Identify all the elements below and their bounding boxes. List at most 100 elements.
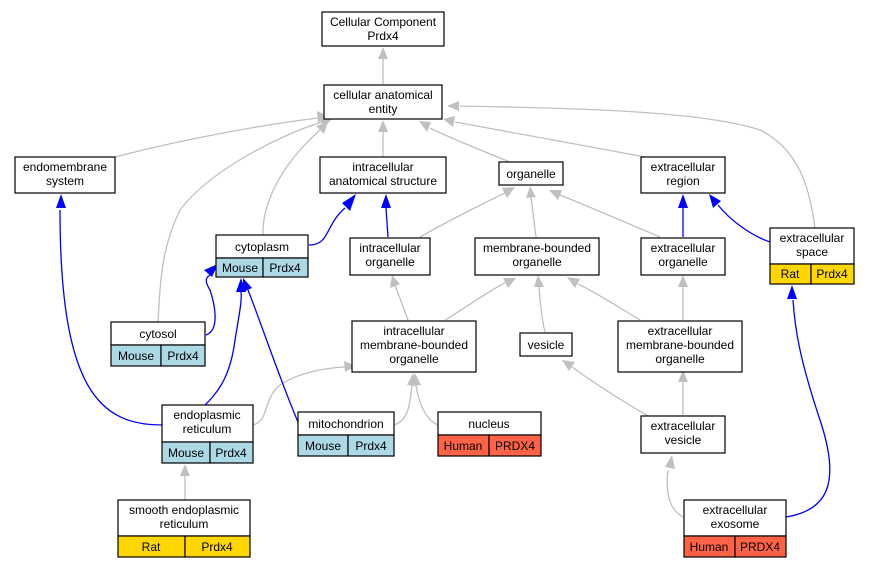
node-extracellular-exosome[interactable]: extracellular exosome Human PRDX4: [683, 499, 787, 558]
edge-exosome-ecspace: [785, 299, 831, 518]
node-label: Cellular Component: [330, 15, 437, 29]
edge-ecvesicle-vesicle: [571, 366, 651, 418]
node-label: cellular anatomical: [333, 88, 432, 102]
gene-cell: [184, 535, 251, 558]
edge-arrowhead: [549, 190, 562, 200]
edge-ecspace-ecregion: [717, 204, 771, 243]
node-label: organelle: [365, 255, 415, 269]
edge-arrowhead: [787, 285, 797, 299]
edge-vesicle-mborg: [538, 286, 546, 333]
node-extracellular-vesicle[interactable]: extracellular vesicle: [640, 415, 726, 454]
node-label: nucleus: [468, 417, 509, 431]
node-organelle[interactable]: organelle: [498, 161, 564, 186]
node-intracellular-anatomical-structure[interactable]: intracellular anatomical structure: [319, 156, 447, 194]
edge-mito-cytoplasm: [247, 289, 299, 423]
node-smooth-endoplasmic-reticulum[interactable]: smooth endoplasmic reticulum Rat Prdx4: [117, 499, 251, 558]
node-vesicle[interactable]: vesicle: [519, 332, 573, 357]
edge-arrowhead: [678, 275, 688, 287]
node-label: smooth endoplasmic: [129, 503, 239, 517]
gene-cell: [810, 263, 855, 285]
node-nucleus[interactable]: nucleus Human PRDX4: [437, 411, 542, 457]
node-mitochondrion[interactable]: mitochondrion Mouse Prdx4: [297, 411, 395, 457]
node-label: exosome: [711, 517, 760, 531]
node-membrane-bounded-organelle[interactable]: membrane-bounded organelle: [474, 237, 600, 276]
edge-er-cytoplasm: [204, 291, 242, 406]
gene-label: PRDX4: [740, 540, 780, 554]
node-endoplasmic-reticulum[interactable]: endoplasmic reticulum Mouse Prdx4: [161, 404, 254, 464]
gene-cell: [262, 257, 309, 278]
node-extracellular-region[interactable]: extracellular region: [640, 156, 726, 194]
node-intracellular-membrane-bounded-organelle[interactable]: intracellular membrane-bounded organelle: [351, 320, 477, 373]
gene-cell: [347, 434, 395, 457]
edge-arrowhead: [502, 187, 515, 198]
node-label: vesicle: [665, 433, 702, 447]
node-label: organelle: [389, 352, 439, 366]
species-label: Mouse: [222, 261, 258, 275]
edge-arrowhead: [344, 361, 356, 372]
node-label: anatomical structure: [329, 174, 437, 188]
node-cytoplasm[interactable]: cytoplasm Mouse Prdx4: [215, 234, 309, 278]
edge-ecspace-cae: [459, 105, 816, 229]
edge-arrowhead: [56, 194, 66, 208]
gene-label: Prdx4: [167, 349, 199, 363]
node-label: endomembrane: [23, 160, 107, 174]
edge-endomembrane-cae: [114, 117, 319, 158]
edge-arrowhead: [390, 275, 400, 288]
node-extracellular-membrane-bounded-organelle[interactable]: extracellular membrane-bounded organelle: [617, 320, 743, 373]
node-label: extracellular: [648, 324, 713, 338]
node-label: entity: [369, 102, 398, 116]
gene-cell: [488, 434, 542, 457]
node-extracellular-organelle[interactable]: extracellular organelle: [640, 237, 726, 276]
node-cellular-anatomical-entity[interactable]: cellular anatomical entity: [323, 84, 443, 120]
node-label: membrane-bounded: [483, 241, 591, 255]
species-label: Mouse: [168, 446, 204, 460]
node-label: system: [46, 174, 84, 188]
edge-icmbo-mborg: [444, 282, 506, 321]
node-extracellular-space[interactable]: extracellular space Rat Prdx4: [769, 227, 855, 285]
edge-icmbo-icorg: [394, 284, 409, 321]
edge-er-endomembrane: [59, 209, 163, 426]
node-label: intracellular: [383, 324, 444, 338]
edge-arrowhead: [243, 278, 252, 292]
edge-arrowhead: [562, 360, 575, 371]
node-label: membrane-bounded: [626, 338, 734, 352]
edge-cytosol-cae: [157, 121, 323, 323]
edge-arrowhead: [378, 120, 388, 132]
edge-cytoplasm-ias: [308, 207, 346, 246]
species-label: Mouse: [305, 439, 341, 453]
node-label: region: [666, 174, 699, 188]
node-intracellular-organelle[interactable]: intracellular organelle: [349, 237, 431, 276]
edge-arrowhead: [204, 264, 218, 277]
species-label: Rat: [142, 540, 161, 554]
node-label: extracellular: [651, 419, 716, 433]
node-label: membrane-bounded: [360, 338, 468, 352]
node-label: reticulum: [183, 422, 232, 436]
gene-label: Prdx4: [201, 540, 233, 554]
gene-cell: [160, 344, 206, 367]
edge-nucleus-icmbo: [415, 384, 439, 426]
edge-arrowhead: [378, 47, 388, 59]
node-label: endoplasmic: [173, 408, 240, 422]
node-label: intracellular: [352, 160, 413, 174]
node-label: space: [796, 245, 828, 259]
gene-label: Prdx4: [215, 446, 247, 460]
edge-er-icmbo: [252, 366, 346, 426]
edge-arrowhead: [709, 194, 721, 208]
species-label: Human: [690, 540, 729, 554]
gene-label: Prdx4: [355, 439, 387, 453]
gene-label: Prdx4: [269, 261, 301, 275]
edge-arrowhead: [317, 111, 328, 123]
node-label: organelle: [655, 352, 705, 366]
edge-arrowhead: [503, 278, 516, 288]
edge-ecmbo-mborg: [577, 283, 641, 321]
node-cytosol[interactable]: cytosol Mouse Prdx4: [110, 321, 206, 367]
node-endomembrane-system[interactable]: endomembrane system: [14, 156, 116, 194]
edge-exosome-ecvesicle: [666, 469, 684, 518]
node-label: organelle: [658, 255, 708, 269]
edge-arrowhead: [411, 373, 421, 386]
edge-arrowhead: [665, 455, 675, 469]
node-cellular-component-root[interactable]: Cellular Component Prdx4: [321, 11, 445, 47]
edge-arrowhead: [567, 277, 580, 288]
node-label: intracellular: [359, 241, 420, 255]
edge-mito-icmbo: [393, 384, 413, 426]
